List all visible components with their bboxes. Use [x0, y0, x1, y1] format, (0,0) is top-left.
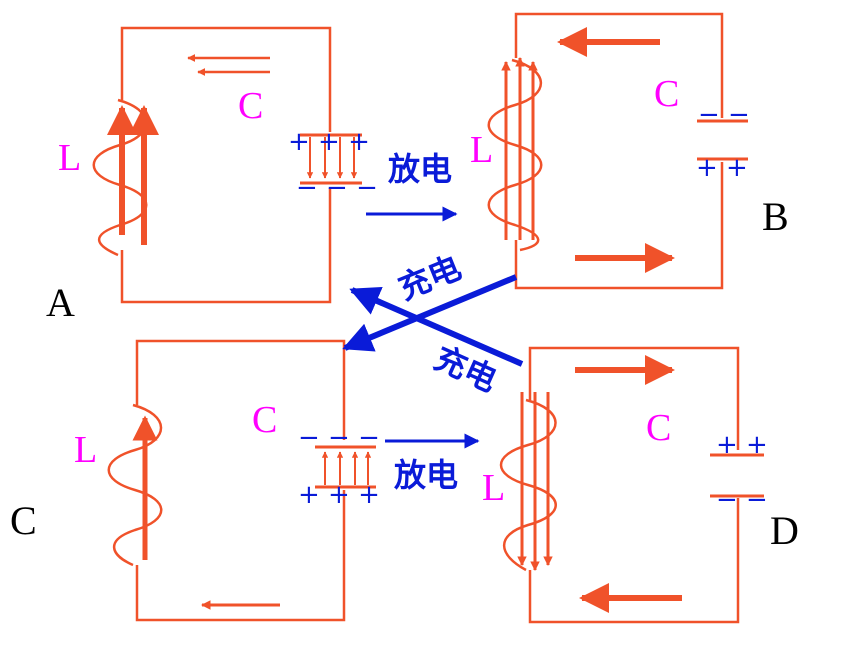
charge-arrow-lower [349, 287, 524, 367]
charge-arrow-upper [342, 274, 518, 352]
inductor-coil-c [107, 403, 163, 567]
discharge-label-top: 放电 [388, 150, 452, 188]
panel-d: + + − − L C D [482, 346, 799, 624]
plate-charge-top: + + + [288, 127, 370, 157]
inductor-label: L [482, 467, 505, 509]
plate-charge-bottom: − − [716, 485, 768, 515]
panel-label: D [770, 508, 799, 553]
panel-label: A [46, 280, 75, 325]
panel-a: + + + − − − L C A [46, 26, 378, 325]
panel-label: C [10, 498, 37, 543]
panel-c: − − − + + + L C C [10, 339, 380, 622]
capacitor-label: C [646, 407, 671, 449]
circuit-wire-a [120, 26, 332, 304]
circuit-wire-c [135, 339, 346, 622]
circuit-wire-b [514, 12, 724, 290]
capacitor-label: C [654, 73, 679, 115]
capacitor-label: C [238, 85, 263, 127]
capacitor-label: C [252, 399, 277, 441]
inductor-label: L [470, 129, 493, 171]
charge-label-upper: 充电 [393, 248, 467, 307]
plate-charge-top: − − [698, 100, 750, 130]
inductor-label: L [74, 429, 97, 471]
plate-charge-top: − − − [298, 423, 380, 453]
discharge-label-bottom: 放电 [394, 456, 458, 494]
panel-b: − − + + L C B [470, 12, 789, 290]
plate-charge-bottom: + + [696, 153, 748, 183]
plate-charge-top: + + [716, 430, 768, 460]
plate-charge-bottom: − − − [296, 173, 378, 203]
panel-label: B [762, 194, 789, 239]
inductor-label: L [58, 137, 81, 179]
circuit-wire-d [528, 346, 740, 624]
inductor-coil-d [499, 398, 557, 572]
inductor-coil-b [487, 58, 543, 252]
plate-charge-bottom: + + + [298, 480, 380, 510]
